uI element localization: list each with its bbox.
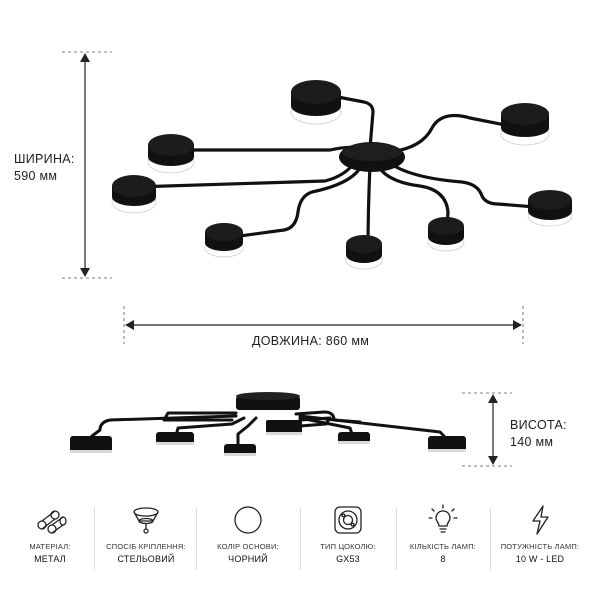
width-label: ШИРИНА: 590 мм <box>14 151 75 185</box>
material-metal-icon <box>0 502 100 538</box>
top-view-lamps <box>111 80 573 270</box>
bulb-icon <box>393 502 493 538</box>
spec-socket: ТИП ЦОКОЛЮ: GX53 <box>298 502 398 565</box>
spec-label: ТИП ЦОКОЛЮ: <box>320 542 376 551</box>
spec-divider <box>300 508 301 570</box>
length-dimension <box>123 306 524 344</box>
side-lamp <box>156 432 194 445</box>
length-label: ДОВЖИНА: 860 мм <box>252 334 370 348</box>
lamp-head <box>204 223 244 258</box>
lamp-head <box>111 175 157 214</box>
spec-value: 10 W - LED <box>515 554 565 564</box>
side-lamp <box>428 436 466 452</box>
spec-label: КОЛІР ОСНОВИ: <box>217 542 279 551</box>
side-lamp <box>70 436 112 453</box>
spec-value: МЕТАЛ <box>34 554 66 564</box>
spec-value: СТЕЛЬОВИЙ <box>117 554 175 564</box>
spec-label: МАТЕРІАЛ: <box>29 542 71 551</box>
height-label: ВИСОТА: 140 мм <box>510 417 567 451</box>
side-lamp <box>224 444 256 456</box>
width-label-text: ШИРИНА: <box>14 152 75 166</box>
lamp-head <box>345 235 383 270</box>
lamp-head <box>290 80 342 125</box>
spec-value: GX53 <box>336 554 360 564</box>
lightning-icon <box>490 502 590 538</box>
ceiling-mount-icon <box>96 502 196 538</box>
spec-material: МАТЕРІАЛ: МЕТАЛ <box>0 502 100 565</box>
lamp-head <box>427 217 465 252</box>
spec-color: КОЛІР ОСНОВИ: ЧОРНИЙ <box>198 502 298 565</box>
spec-lamp-count: КІЛЬКІСТЬ ЛАМП: 8 <box>393 502 493 565</box>
top-view-arms <box>133 92 550 252</box>
spec-label: ПОТУЖНІСТЬ ЛАМП: <box>500 542 580 551</box>
spec-mount: СПОСІБ КРІПЛЕННЯ: СТЕЛЬОВИЙ <box>96 502 196 565</box>
side-view-canopy <box>236 392 302 435</box>
side-lamp <box>338 432 370 444</box>
spec-value: 8 <box>440 554 446 564</box>
base-color-icon <box>198 502 298 538</box>
spec-divider <box>196 508 197 570</box>
spec-power: ПОТУЖНІСТЬ ЛАМП: 10 W - LED <box>490 502 590 565</box>
width-dimension <box>62 51 112 279</box>
spec-value: ЧОРНИЙ <box>228 554 268 564</box>
spec-divider <box>490 508 491 570</box>
spec-divider <box>396 508 397 570</box>
height-value-text: 140 мм <box>510 435 554 449</box>
width-value-text: 590 мм <box>14 169 58 183</box>
socket-icon <box>298 502 398 538</box>
spec-label: КІЛЬКІСТЬ ЛАМП: <box>409 542 477 551</box>
spec-divider <box>94 508 95 570</box>
lamp-head <box>500 103 550 146</box>
side-view-lamps <box>70 432 466 456</box>
spec-label: СПОСІБ КРІПЛЕННЯ: <box>106 542 186 551</box>
lamp-head <box>147 134 195 174</box>
height-label-text: ВИСОТА: <box>510 418 567 432</box>
lamp-head <box>527 190 573 227</box>
height-dimension <box>462 392 512 467</box>
